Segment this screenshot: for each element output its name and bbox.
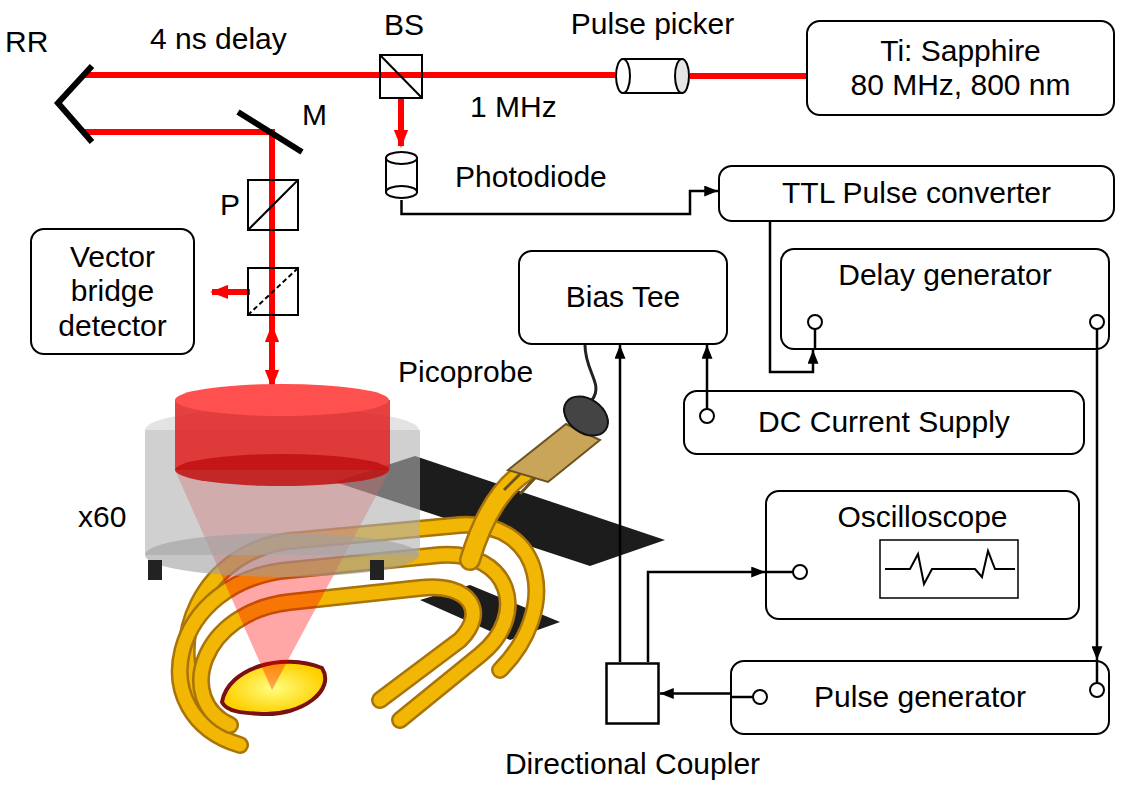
port <box>1090 683 1104 697</box>
coupler-box <box>607 664 659 724</box>
port <box>753 690 767 704</box>
port <box>793 565 807 579</box>
cylinder-end <box>386 152 417 164</box>
beam-splitter <box>380 55 422 98</box>
picoprobe-tip <box>504 474 520 490</box>
cylinder-body <box>623 59 682 93</box>
part-label: M <box>302 98 327 133</box>
node-shape <box>605 662 660 725</box>
signal-wire <box>402 191 719 214</box>
part-label: 4 ns delay <box>150 22 287 57</box>
box-label: 80 MHz, 800 nm <box>850 68 1070 103</box>
beam-splitter <box>248 268 298 315</box>
retroreflector <box>58 66 92 142</box>
port <box>1090 315 1104 329</box>
box-label: Delay generator <box>838 258 1051 293</box>
port <box>700 409 714 423</box>
part-label: Pulse picker <box>571 7 734 42</box>
signal-wire <box>648 572 765 662</box>
cylinder-end <box>386 186 417 198</box>
box-label: Ti: Sapphire <box>880 34 1041 69</box>
instrument-box: Ti: Sapphire80 MHz, 800 nm <box>806 20 1115 116</box>
box-label: Bias Tee <box>566 280 681 315</box>
scope-screen <box>880 540 1018 598</box>
instrument-box: Bias Tee <box>518 250 728 345</box>
laser-beam <box>84 72 615 78</box>
node-shape <box>384 150 419 200</box>
instrument-box: Oscilloscope <box>765 490 1080 620</box>
signal-wire <box>660 692 730 695</box>
polarizer <box>248 180 298 230</box>
objective-lens <box>145 384 420 690</box>
polarizer <box>248 180 298 230</box>
box-label: DC Current Supply <box>758 405 1010 440</box>
photodiode: Photodiode <box>384 150 419 200</box>
part-label: x60 <box>78 500 126 535</box>
probe-cable <box>585 345 596 400</box>
drawing-part <box>175 454 389 486</box>
instrument-box: DC Current Supply <box>683 390 1085 455</box>
waveform <box>885 551 1015 584</box>
cylinder-end <box>675 59 689 93</box>
signal-wire <box>706 345 709 390</box>
signal-wire <box>1096 350 1099 660</box>
laser-beam-arrow <box>212 289 250 295</box>
drawing-part <box>470 472 525 560</box>
part-label: P <box>220 188 240 223</box>
node-shape <box>615 57 690 95</box>
part-label: Photodiode <box>455 160 607 195</box>
mirror <box>238 112 302 152</box>
part-label: BS <box>384 8 424 43</box>
drawing-part <box>470 472 525 560</box>
picoprobe-tip <box>520 478 535 494</box>
pulse-picker: Pulse picker <box>615 57 690 95</box>
laser-beam-arrow <box>398 98 404 146</box>
beam-splitter <box>248 268 298 315</box>
part-label: Directional Coupler <box>505 747 760 782</box>
directional-coupler: Directional Coupler <box>605 662 660 725</box>
instrument-box: Delay generator <box>780 248 1110 350</box>
part-label: RR <box>5 25 48 60</box>
box-label: Oscilloscope <box>837 500 1007 535</box>
drawing-part <box>148 560 162 580</box>
part-label: 1 MHz <box>470 90 557 125</box>
laser-beam-arrow <box>269 326 275 386</box>
picoprobe-head <box>557 388 616 443</box>
port <box>808 315 822 329</box>
box-label: TTL Pulse converter <box>782 176 1051 211</box>
box-label: Pulse generator <box>814 680 1026 715</box>
cylinder-end <box>616 59 630 93</box>
instrument-box: Pulse generator <box>730 660 1110 735</box>
laser-beam <box>690 73 806 79</box>
part-label: Picoprobe <box>398 355 533 390</box>
instrument-box: TTL Pulse converter <box>718 165 1115 222</box>
signal-wire <box>619 345 622 662</box>
beam-splitter <box>380 55 422 98</box>
instrument-box: Vector bridge detector <box>30 228 195 355</box>
box-label: Vector bridge detector <box>42 240 183 344</box>
drawing-part <box>175 384 389 416</box>
drawing-part <box>370 560 384 580</box>
